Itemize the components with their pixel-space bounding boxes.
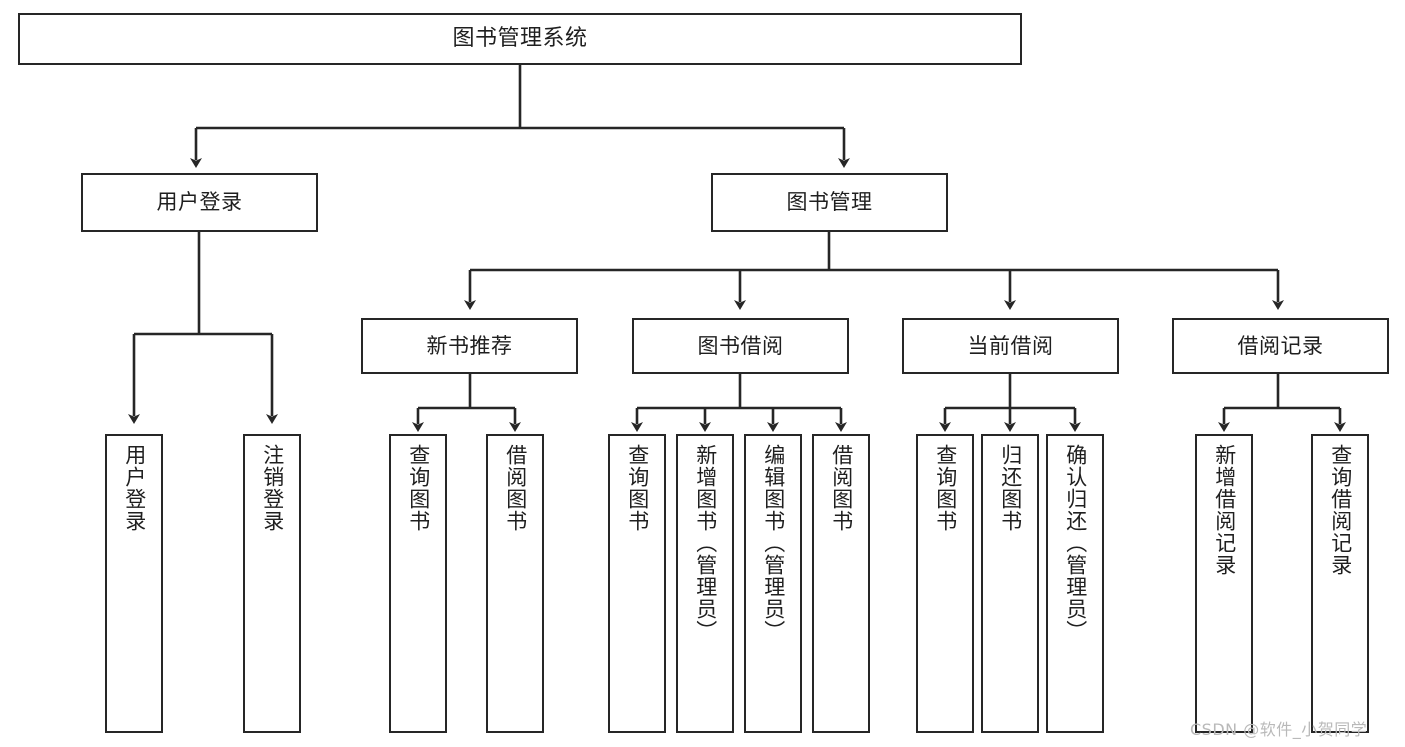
- leaf-borrow-book[interactable]: 借阅图书: [812, 434, 870, 733]
- node-label: 新增图书（管理员）: [693, 444, 718, 642]
- leaf-add-book-admin[interactable]: 新增图书（管理员）: [676, 434, 734, 733]
- leaf-confirm-return-admin[interactable]: 确认归还（管理员）: [1046, 434, 1104, 733]
- node-root-book-management-system[interactable]: 图书管理系统: [18, 13, 1022, 65]
- node-label: 新增借阅记录: [1212, 444, 1237, 576]
- node-label: 当前借阅: [967, 333, 1054, 358]
- leaf-query-book-recommend[interactable]: 查询图书: [389, 434, 447, 733]
- node-label: 归还图书: [998, 444, 1023, 532]
- node-label: 借阅图书: [503, 444, 528, 532]
- node-label: 查询图书: [933, 444, 958, 532]
- node-new-book-recommend[interactable]: 新书推荐: [361, 318, 578, 374]
- node-label: 借阅记录: [1237, 333, 1324, 358]
- leaf-query-book-borrow[interactable]: 查询图书: [608, 434, 666, 733]
- leaf-add-borrow-record[interactable]: 新增借阅记录: [1195, 434, 1253, 733]
- node-label: 查询图书: [406, 444, 431, 532]
- node-label: 编辑图书（管理员）: [761, 444, 786, 642]
- leaf-edit-book-admin[interactable]: 编辑图书（管理员）: [744, 434, 802, 733]
- node-book-management[interactable]: 图书管理: [711, 173, 948, 232]
- node-book-borrow[interactable]: 图书借阅: [632, 318, 849, 374]
- node-borrow-record[interactable]: 借阅记录: [1172, 318, 1389, 374]
- node-label: 查询图书: [625, 444, 650, 532]
- leaf-query-book-current[interactable]: 查询图书: [916, 434, 974, 733]
- node-label: 新书推荐: [426, 333, 513, 358]
- node-label: 注销登录: [260, 444, 285, 532]
- leaf-borrow-book-recommend[interactable]: 借阅图书: [486, 434, 544, 733]
- node-label: 图书借阅: [697, 333, 784, 358]
- node-label: 确认归还（管理员）: [1063, 444, 1088, 642]
- leaf-logout-login[interactable]: 注销登录: [243, 434, 301, 733]
- csdn-watermark: CSDN @软件_小贺同学: [1190, 720, 1368, 739]
- leaf-query-borrow-record[interactable]: 查询借阅记录: [1311, 434, 1369, 733]
- node-user-login[interactable]: 用户登录: [81, 173, 318, 232]
- leaf-return-book[interactable]: 归还图书: [981, 434, 1039, 733]
- node-label: 借阅图书: [829, 444, 854, 532]
- node-label: 图书管理系统: [452, 26, 588, 52]
- node-label: 查询借阅记录: [1328, 444, 1353, 576]
- leaf-user-login[interactable]: 用户登录: [105, 434, 163, 733]
- node-label: 用户登录: [122, 444, 147, 532]
- node-current-borrow[interactable]: 当前借阅: [902, 318, 1119, 374]
- node-label: 图书管理: [786, 190, 873, 215]
- node-label: 用户登录: [156, 190, 243, 215]
